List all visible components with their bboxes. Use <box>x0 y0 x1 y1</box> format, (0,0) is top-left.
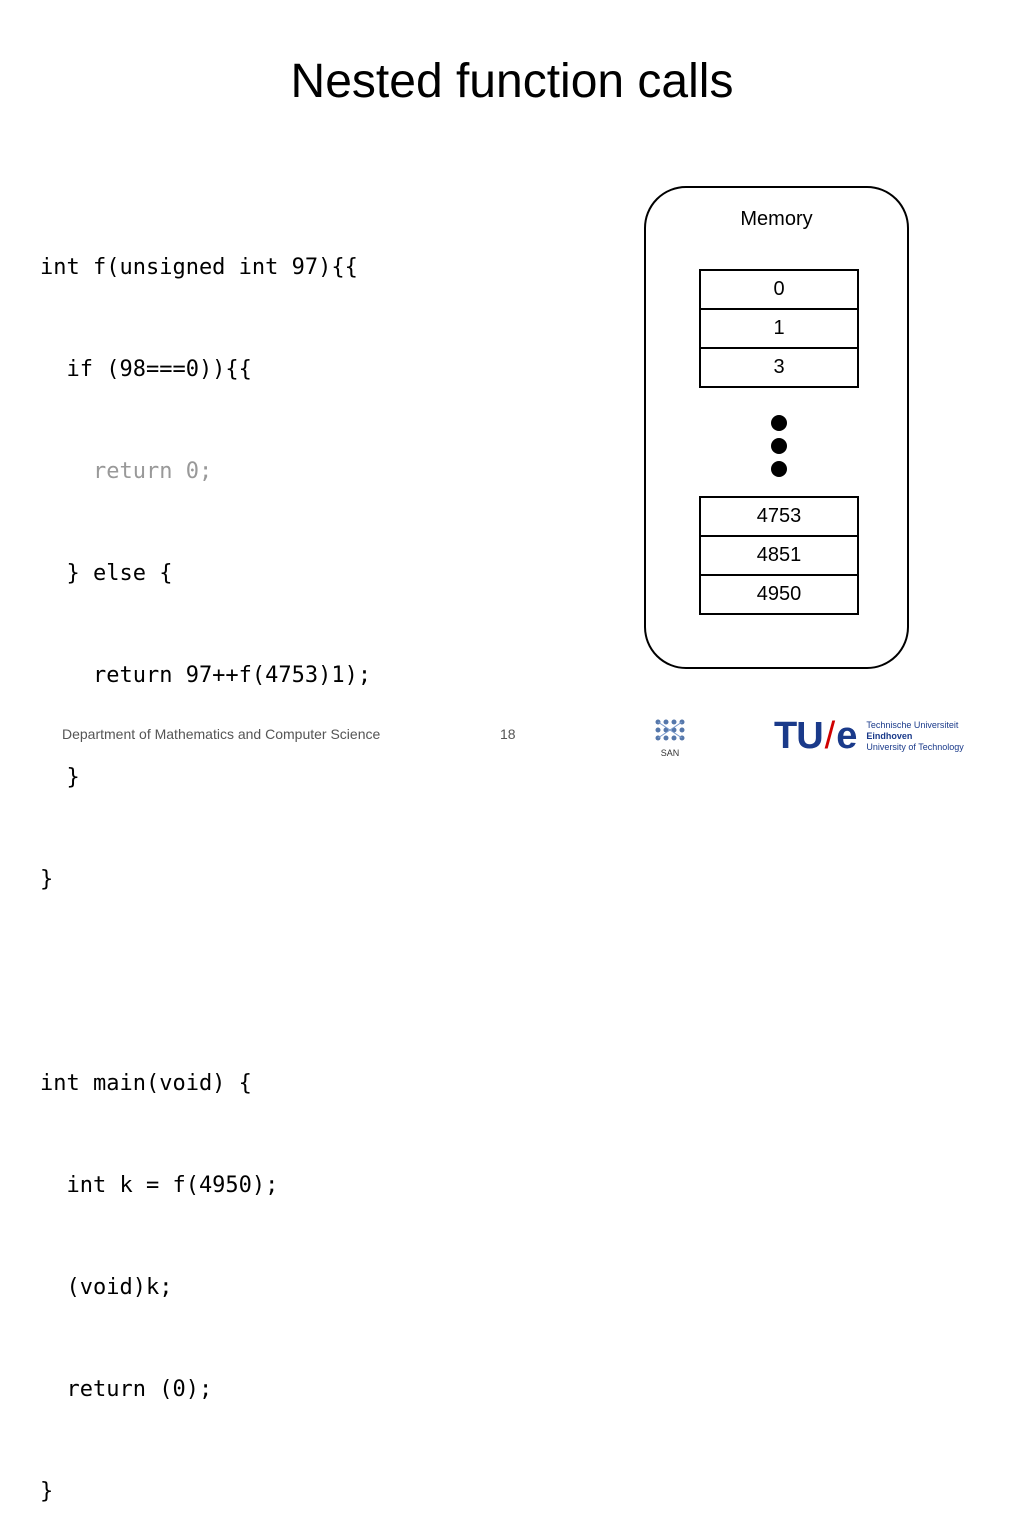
page-number: 18 <box>500 726 516 742</box>
code-line: } <box>40 765 80 790</box>
code-line: } <box>40 867 54 892</box>
memory-panel: Memory 0 1 3 4753 4851 4950 <box>644 186 909 669</box>
memory-cells-bottom: 4753 4851 4950 <box>699 496 859 615</box>
ellipsis-dots <box>771 415 787 484</box>
code-line: return 0; <box>40 459 213 484</box>
san-logo-icon: SAN <box>655 719 685 758</box>
code-line: int f(unsigned int 97){{ <box>40 255 358 280</box>
code-line: int main(void) { <box>40 1071 252 1096</box>
code-line <box>40 965 371 999</box>
memory-label: Memory <box>740 208 813 230</box>
memory-cell: 4753 <box>699 496 859 537</box>
memory-cell: 4851 <box>699 535 859 576</box>
tue-mark: TU/e <box>774 714 857 757</box>
code-block: int f(unsigned int 97){{ if (98===0)){{ … <box>40 183 371 1536</box>
memory-cell: 0 <box>699 269 859 310</box>
san-logo-text: SAN <box>661 748 680 758</box>
memory-cells-top: 0 1 3 <box>699 269 859 388</box>
code-line: } else { <box>40 561 173 586</box>
code-line: } <box>40 1479 54 1504</box>
footer-department: Department of Mathematics and Computer S… <box>62 726 381 742</box>
dot-icon <box>771 461 787 477</box>
code-line: (void)k; <box>40 1275 173 1300</box>
memory-cell: 1 <box>699 308 859 349</box>
code-line: if (98===0)){{ <box>40 357 252 382</box>
tue-wordmark: Technische Universiteit Eindhoven Univer… <box>866 719 964 752</box>
slide-title: Nested function calls <box>290 55 734 108</box>
code-line: return 97++f(4753)1); <box>40 663 372 688</box>
code-line: int k = f(4950); <box>40 1173 279 1198</box>
memory-cell: 4950 <box>699 574 859 615</box>
dot-icon <box>771 438 787 454</box>
tue-logo: TU/e Technische Universiteit Eindhoven U… <box>774 714 964 758</box>
memory-cell: 3 <box>699 347 859 388</box>
code-line: return (0); <box>40 1377 213 1402</box>
dot-icon <box>771 415 787 431</box>
